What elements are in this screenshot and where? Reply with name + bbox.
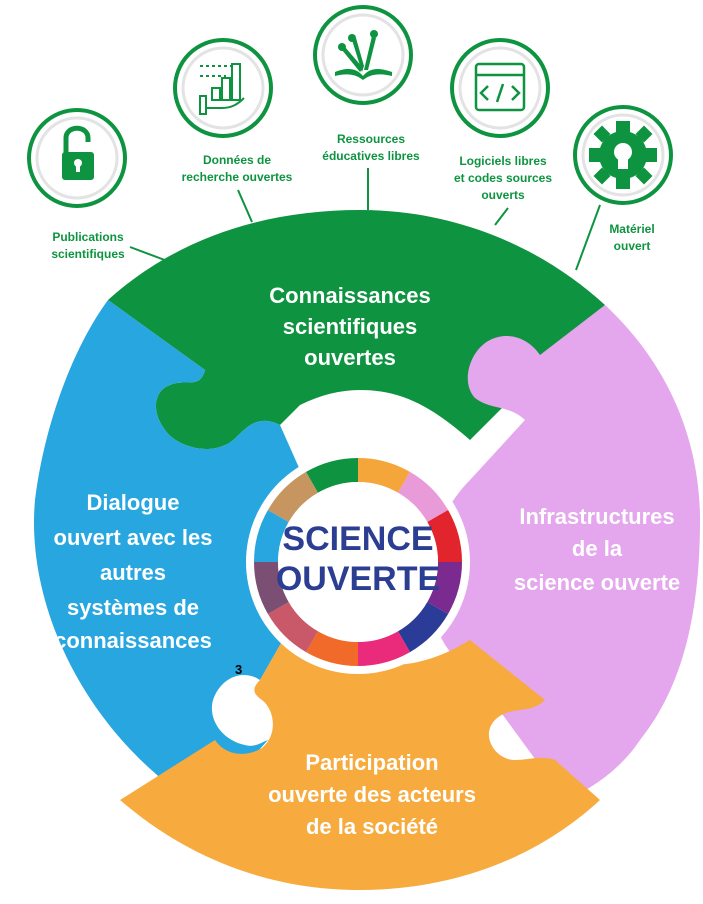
icon-labels: Publications scientifiques Données de re… [51,132,654,261]
center-inner-disc [278,482,438,642]
publications-label-line2: scientifiques [51,247,125,261]
lilac-label-line1: Infrastructures [519,504,674,529]
blue-label-line5: connaissances [54,628,212,653]
center-emblem: SCIENCE OUVERTE [246,450,470,674]
piece-labels: Connaissances scientifiques ouvertes Dia… [54,283,681,839]
ring-segment [427,510,462,562]
open-book-icon [335,30,392,80]
connector-data [237,189,253,223]
data-chart-icon [199,63,245,115]
green-label-line3: ouvertes [304,345,396,370]
resources-label-line1: Ressources [337,132,405,146]
ring-segment [306,631,358,666]
page-number: 3 [235,662,242,677]
resources-icon-circle [313,5,413,105]
blue-label-line4: systèmes de [67,595,199,620]
green-label-line2: scientifiques [283,314,417,339]
software-label-line1: Logiciels libres [459,154,547,168]
data-label-line1: Données de [203,153,271,167]
ring-segment [267,471,318,522]
green-label-line1: Connaissances [269,283,430,308]
orange-label-line1: Participation [305,750,438,775]
software-icon-circle [450,38,550,138]
publications-icon-circle [27,108,127,208]
ring-segment [398,602,449,653]
center-color-ring [254,458,462,666]
ring-segment [358,631,410,666]
connector-publications [129,246,171,263]
ring-segment [254,510,289,562]
blue-label-line3: autres [100,560,166,585]
ring-segment [358,458,410,493]
ring-segment [306,458,358,493]
orange-label-line3: de la société [306,814,438,839]
software-label-line3: ouverts [481,188,525,202]
hardware-label-line1: Matériel [609,222,654,236]
lilac-label-line3: science ouverte [514,570,680,595]
unlock-icon [62,125,94,180]
icon-circles [27,5,673,208]
blue-label-line1: Dialogue [87,490,180,515]
blue-label-line2: ouvert avec les [54,525,213,550]
gear-icon [589,121,657,189]
ring-segment [254,562,289,614]
hardware-icon-circle [573,105,673,205]
hardware-label-line2: ouvert [614,239,651,253]
icon-connectors [129,168,601,271]
data-label-line2: recherche ouvertes [182,170,293,184]
lilac-label-line2: de la [572,536,623,561]
publications-label-line1: Publications [52,230,124,244]
software-label-line2: et codes sources [454,171,552,185]
resources-label-line2: éducatives libres [322,149,420,163]
piece-orange-participation [120,610,600,890]
ring-segment [267,602,318,653]
connector-hardware [575,204,601,271]
ring-segment [398,471,449,522]
data-icon-circle [173,38,273,138]
piece-blue-dialogue [33,300,300,810]
center-title-line2: OUVERTE [276,560,440,598]
code-window-icon [474,62,526,112]
puzzle-ring [33,210,700,890]
orange-label-line2: ouverte des acteurs [268,782,476,807]
connector-software [494,207,509,226]
ring-segment [427,562,462,614]
center-title-line1: SCIENCE [282,520,433,558]
